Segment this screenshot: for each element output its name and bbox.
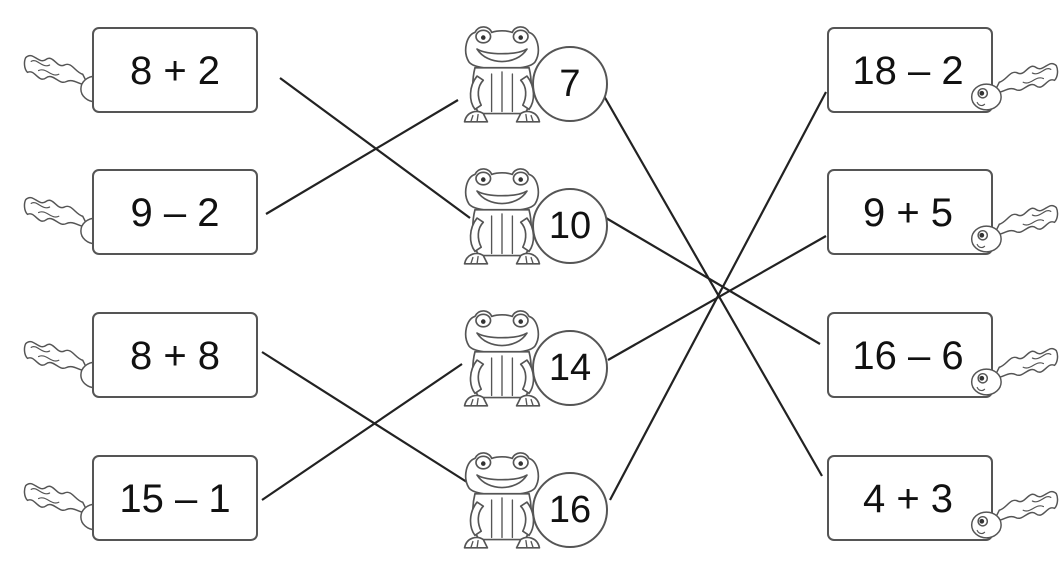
right-expression-box[interactable] [827,169,993,255]
right-expression-label: 9 + 5 [863,191,953,235]
connection-line [261,363,463,501]
right-expression-label: 16 – 6 [852,334,963,378]
left-row: 9 – 2 [23,169,258,255]
left-expression-box[interactable] [92,169,258,255]
frog-number-label: 7 [559,63,580,105]
left-expression-box[interactable] [92,312,258,398]
number-circle[interactable] [532,188,608,264]
number-circle[interactable] [532,472,608,548]
left-row: 8 + 2 [23,27,258,113]
connection-line [265,99,459,215]
right-row: 16 – 6 [827,312,1059,398]
left-expression-label: 15 – 1 [119,477,230,521]
left-row: 8 + 8 [23,312,258,398]
right-expression-box[interactable] [827,312,993,398]
connection-line [603,95,823,477]
frog-icon [463,310,541,407]
connection-line [279,77,471,219]
frog-row: 14 [463,310,608,407]
right-row: 9 + 5 [827,169,1059,255]
connection-line [261,351,471,485]
connection-lines [261,77,827,501]
frog-number-label: 16 [549,489,591,531]
right-expression-box[interactable] [827,455,993,541]
frog-icon [463,26,541,123]
left-expression-box[interactable] [92,27,258,113]
left-expression-box[interactable] [92,455,258,541]
frog-number-label: 14 [549,347,591,389]
left-expression-label: 8 + 2 [130,49,220,93]
frog-row: 10 [463,168,608,265]
frog-icon [463,452,541,549]
number-circle[interactable] [532,330,608,406]
frog-row: 16 [463,452,608,549]
left-row: 15 – 1 [23,455,258,541]
right-row: 18 – 2 [827,27,1059,113]
frog-row: 7 [463,26,608,123]
connection-line [609,91,827,501]
right-expression-label: 18 – 2 [852,49,963,93]
connection-line [605,217,821,345]
left-expression-label: 9 – 2 [131,191,220,235]
right-expression-label: 4 + 3 [863,477,953,521]
frog-number-label: 10 [549,205,591,247]
right-row: 4 + 3 [827,455,1059,541]
left-expression-label: 8 + 8 [130,334,220,378]
number-circle[interactable] [532,46,608,122]
frog-icon [463,168,541,265]
right-expression-box[interactable] [827,27,993,113]
